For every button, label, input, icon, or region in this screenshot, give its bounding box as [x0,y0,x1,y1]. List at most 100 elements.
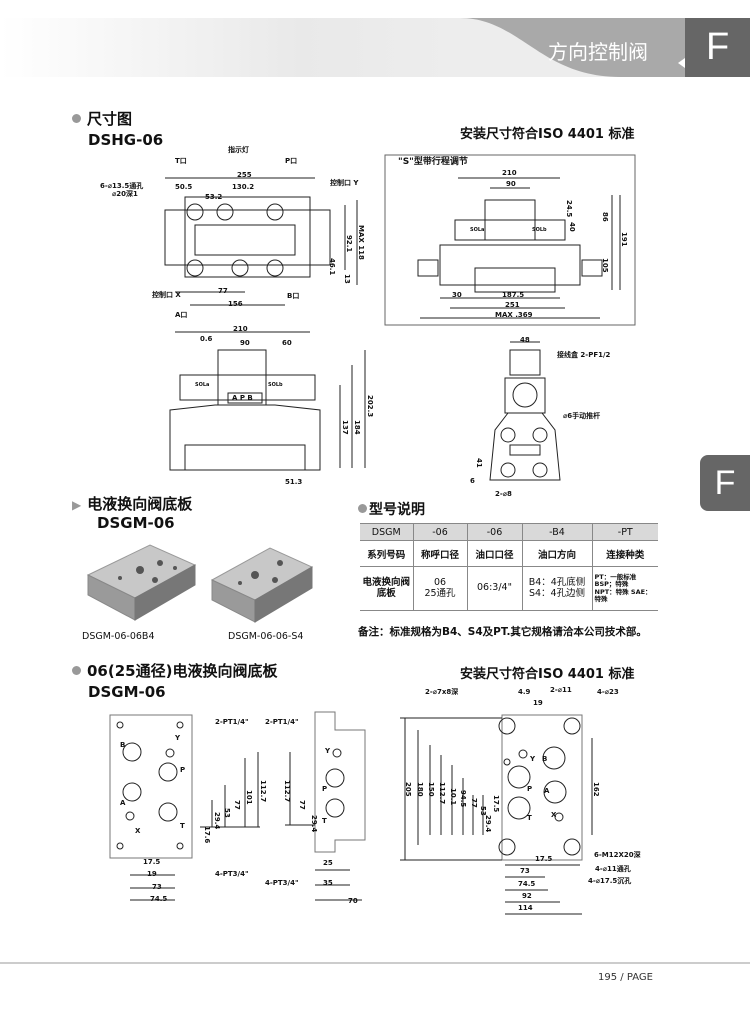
dim-label: 4-⌀17.5沉孔 [588,877,632,885]
cell-line: 06 [433,576,447,588]
dim-label: 130.2 [232,183,255,191]
cell-line: PT：一般标准BSP；特殊 [594,572,637,589]
port-label: X [551,811,557,819]
table-cell: -06 [412,523,467,541]
dim-label: 53.2 [205,193,223,201]
port-label: A [120,799,126,807]
cell-line: 底板 [376,587,396,599]
model-name: DSGM-06 [97,514,175,532]
dim-label: 74.5 [518,880,536,888]
table-cell: 系列号码 [360,540,413,567]
dim-label: 4-⌀23 [597,688,619,696]
port-label: B [542,755,548,763]
dim-label: 2-PT1/4" [215,718,249,726]
port-label: X [135,827,141,835]
cell-line: 06:3/4" [477,582,512,594]
model-name: DSGM-06 [88,683,166,701]
side-tab[interactable]: F [700,455,750,511]
dim-label: 接线盒 2-PF1/2 [557,351,611,359]
dim-label: ⌀6手动推杆 [563,412,601,420]
table-header-row: DSGM-06-06-B4-PT [360,523,658,541]
dim-label: A P B [232,394,253,402]
page-number: 195 / PAGE [598,972,653,983]
dim-label: 94.5 [459,790,467,808]
port-label: P [322,785,328,793]
dim-label: 150 [427,782,435,797]
photo-caption: DSGM-06-06B4 [82,631,155,642]
dim-label: 2-⌀7x8深 [425,688,459,696]
dim-label: 112.7 [438,782,446,805]
table-cell: 油口口径 [466,540,522,567]
table-cell: 电液换向阀底板 [360,566,413,611]
dim-label: 210 [502,169,517,177]
port-label: Y [175,734,181,742]
dim-label: MAX .369 [495,311,533,319]
dim-label: 17.5 [535,855,553,863]
dim-label: 控制口 Y [330,179,359,187]
dim-label: SOLb [532,227,547,233]
section-title-text: 电液换向阀底板 [87,495,193,513]
photo-caption: DSGM-06-06-S4 [228,631,304,642]
dim-label: 180 [416,782,424,797]
dim-label: 53 [223,808,231,818]
dim-label: 187.5 [502,291,525,299]
bullet-icon [358,504,367,513]
cell-line: NPT：特殊 SAE：特殊 [594,587,652,603]
dim-label: 112.7 [283,780,291,803]
table-cell: 称呼口径 [412,540,467,567]
table-cell: 连接种类 [591,540,658,567]
dim-label: 6-M12X20深 [594,851,641,859]
dim-label: 74.5 [150,895,168,903]
header-letter: F [706,26,730,68]
model-name: DSHG-06 [88,131,164,149]
dim-label: 2-PT1/4" [265,718,299,726]
cell-line: 电液换向阀 [362,576,410,588]
dim-label: 2-⌀8 [495,490,512,498]
header-curve [460,18,750,77]
triangle-arrow-icon: ▶ [72,498,82,512]
dim-label: 控制口 X [152,291,181,299]
port-label: P [180,766,186,774]
dim-label: 101 [245,790,253,805]
dim-label: 92 [522,892,532,900]
dim-label: 251 [505,301,520,309]
dim-label: 70 [348,897,358,905]
table-cell: -B4 [521,523,592,541]
dim-label: 29.4 [484,815,492,833]
model-code-title-text: 型号说明 [369,502,425,518]
model-code-table: DSGM-06-06-B4-PT 系列号码称呼口径油口口径油口方向连接种类 电液… [360,523,658,611]
dim-label: 6-⌀13.5通孔 [100,182,144,190]
dim-label: 6 [470,477,475,485]
dim-label: 30 [452,291,462,299]
dim-label: 指示灯 [228,146,249,154]
dim-label: 73 [520,867,530,875]
dim-label: 25 [323,859,333,867]
cell-line: B4：4孔底侧 [528,576,586,588]
iso-note: 安装尺寸符合ISO 4401 标准 [460,127,635,142]
dim-label: 112.7 [259,780,267,803]
dim-label: A口 [175,311,188,319]
dim-label: 48 [520,336,530,344]
bullet-icon [72,114,81,123]
cell-line: 25通孔 [424,587,456,599]
dim-label: 77 [470,798,478,808]
model-code-title: 型号说明 [358,503,425,517]
table-cell: DSGM [360,523,413,541]
header-section-title: 方向控制阀 [548,40,648,64]
dim-label: 73 [152,883,162,891]
page-number-value: 195 [598,972,618,983]
dim-label: P口 [285,157,298,165]
port-label: Y [530,755,536,763]
dim-label: 0.6 [200,335,213,343]
port-label: T [322,817,327,825]
s-type-caption: "S"型带行程调节 [398,157,468,167]
dim-label: 210 [233,325,248,333]
dim-label: 77 [218,287,228,295]
section-title-subplate-06: 06(25通径)电液换向阀底板 [72,664,277,679]
cell-line: S4：4孔边侧 [528,587,586,599]
section-title-text: 06(25通径)电液换向阀底板 [87,662,278,680]
